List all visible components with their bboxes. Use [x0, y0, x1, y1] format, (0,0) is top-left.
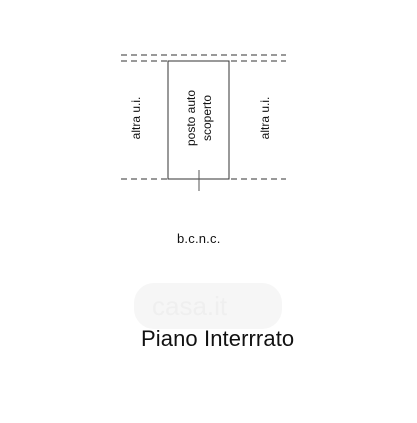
- parking-space-label: posto auto scoperto: [184, 89, 214, 147]
- left-unit-label: altra u.i.: [129, 96, 143, 140]
- watermark-text: casa.it: [152, 291, 228, 321]
- floor-title: Piano Interrrato: [141, 326, 295, 351]
- watermark-logo: [134, 283, 282, 329]
- right-unit-label: altra u.i.: [258, 96, 272, 140]
- common-area-label: b.c.n.c.: [177, 231, 221, 246]
